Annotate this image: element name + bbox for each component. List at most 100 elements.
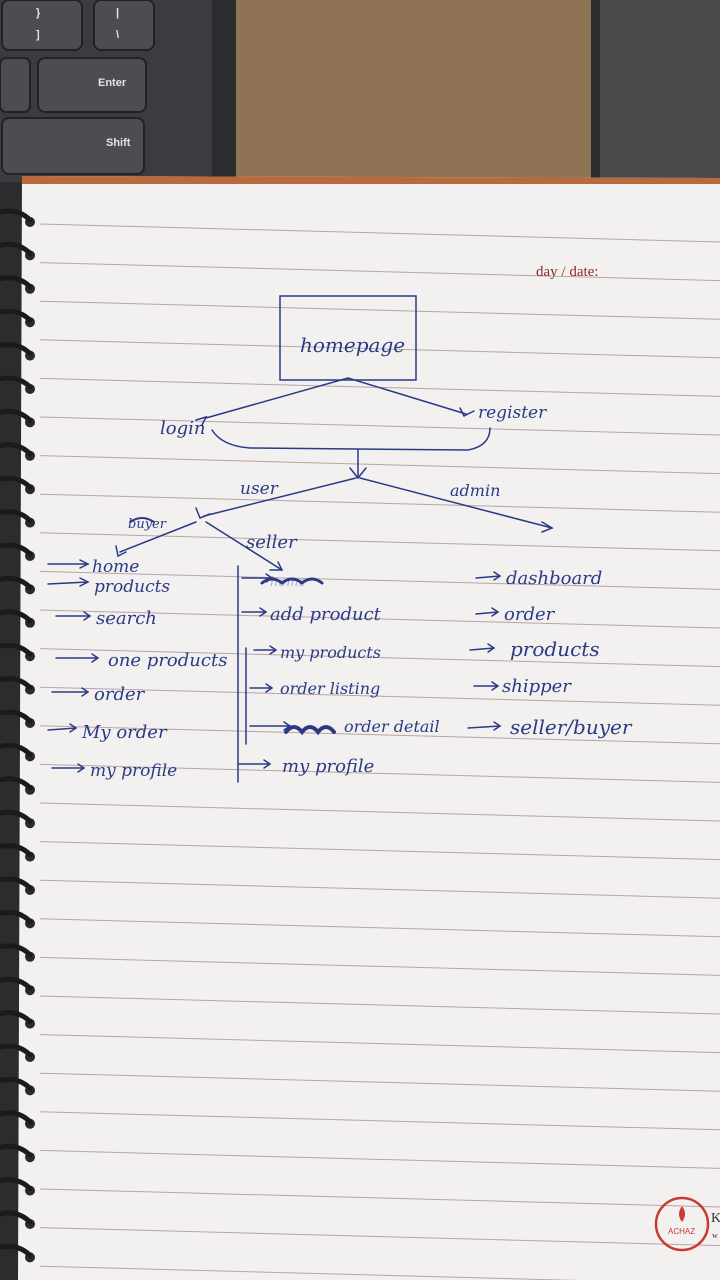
key-shift: Shift — [1, 117, 145, 175]
arrow-buyer — [115, 545, 127, 558]
buyer-page-search: search — [96, 608, 157, 629]
node-buyer: buyer — [128, 517, 167, 532]
arrow-register — [459, 407, 475, 418]
page-top-edge — [22, 176, 720, 184]
arrow-buyer-5 — [51, 687, 90, 697]
spiral-coil — [0, 1110, 33, 1125]
node-register: register — [478, 403, 547, 423]
node-seller: seller — [246, 532, 298, 553]
homepage-box — [279, 295, 417, 381]
seller-page-order-listing: order listing — [280, 679, 380, 698]
spiral-coil — [0, 375, 33, 390]
spiral-coil — [0, 742, 33, 757]
svg-text:Shift: Shift — [106, 137, 131, 149]
seller-page-add-product: add product — [270, 604, 382, 625]
diagram-strokes — [47, 295, 554, 783]
ruled-line — [39, 1034, 720, 1054]
spiral-coil — [0, 442, 33, 457]
admin-page-seller-buyer: seller/buyer — [510, 715, 633, 739]
spiral-coil — [0, 976, 33, 991]
seller-page-home: home — [270, 575, 307, 590]
arrow-user — [195, 507, 211, 519]
arrow-buyer-3 — [55, 611, 92, 621]
seller-page-my-products: my products — [280, 643, 381, 662]
key-brace: } ] — [1, 0, 83, 51]
ruled-line — [39, 339, 720, 359]
spiral-coil — [0, 408, 33, 423]
admin-page-shipper: shipper — [502, 676, 572, 697]
svg-text:\: \ — [116, 29, 119, 41]
arrow-buyer-6 — [47, 723, 78, 733]
ruled-line — [39, 879, 720, 899]
spiral-coil — [0, 609, 33, 624]
right-panel — [600, 0, 720, 200]
spiral-coil — [0, 475, 33, 490]
arrow-merge — [349, 467, 367, 480]
scribble-buyer — [129, 517, 155, 523]
ruled-line — [39, 802, 720, 822]
edge-login — [205, 377, 349, 419]
scribble-home — [260, 577, 324, 585]
key-partial — [0, 57, 31, 113]
arrow-seller-6 — [237, 759, 272, 769]
ruled-line — [39, 648, 720, 668]
edge-register — [347, 377, 467, 415]
arrow-admin — [541, 521, 554, 533]
buyer-page-products: products — [94, 577, 170, 597]
svg-text:|: | — [116, 7, 119, 19]
ruled-line — [39, 570, 720, 590]
buyer-page-home: home — [92, 557, 139, 577]
ruled-line — [39, 725, 720, 745]
ruled-line — [39, 1227, 720, 1247]
scribble-order-detail — [284, 725, 336, 736]
merge-bracket — [211, 427, 491, 451]
brand-text: ACHAZ — [668, 1227, 695, 1236]
arrow-seller-4 — [249, 683, 274, 693]
ruled-line — [39, 609, 720, 629]
ruled-line — [39, 262, 720, 282]
admin-page-order: order — [504, 604, 556, 625]
spiral-coil — [0, 709, 33, 724]
key-pipe: | \ — [93, 0, 155, 51]
day-date-label: day / date: — [536, 264, 598, 280]
spiral-coil — [0, 1143, 33, 1158]
ruled-line — [39, 300, 720, 320]
brand-logo: ACHAZ K w — [654, 1196, 720, 1252]
spiral-coil — [0, 642, 33, 657]
node-user: user — [240, 479, 279, 499]
spiral-coil — [0, 1243, 33, 1258]
admin-page-dashboard: dashboard — [506, 568, 602, 589]
ruled-line — [39, 841, 720, 861]
brand-ring — [654, 1196, 710, 1252]
seller-page-order-detail: order detail — [344, 717, 440, 736]
arrow-login — [195, 415, 208, 426]
spiral-coil — [0, 676, 33, 691]
buyer-page-my-order: My order — [81, 722, 168, 743]
spiral-coil — [0, 1043, 33, 1058]
ruled-line — [39, 416, 720, 436]
arrow-buyer-7 — [51, 763, 86, 773]
node-homepage: homepage — [300, 333, 405, 357]
node-admin: admin — [450, 481, 500, 500]
spiral-coil — [0, 776, 33, 791]
ruled-line — [39, 1072, 720, 1092]
ruled-line — [39, 956, 720, 976]
ruled-line — [39, 455, 720, 475]
ruled-line — [39, 223, 720, 243]
ruled-line — [39, 1111, 720, 1131]
svg-text:Enter: Enter — [98, 77, 127, 89]
ruled-line — [39, 1149, 720, 1169]
arrow-seller — [269, 561, 284, 571]
spiral-coil — [0, 342, 33, 357]
seller-page-my-profile: my profile — [282, 756, 374, 777]
ruled-line — [39, 995, 720, 1015]
brand-leaf-icon — [679, 1206, 685, 1222]
spiral-coil — [0, 876, 33, 891]
spiral-coil — [0, 275, 33, 290]
key-enter: Enter — [37, 57, 147, 113]
spiral-coil — [0, 809, 33, 824]
buyer-page-order: order — [94, 684, 146, 705]
spiral-coil — [0, 843, 33, 858]
arrow-admin-1 — [475, 571, 502, 581]
